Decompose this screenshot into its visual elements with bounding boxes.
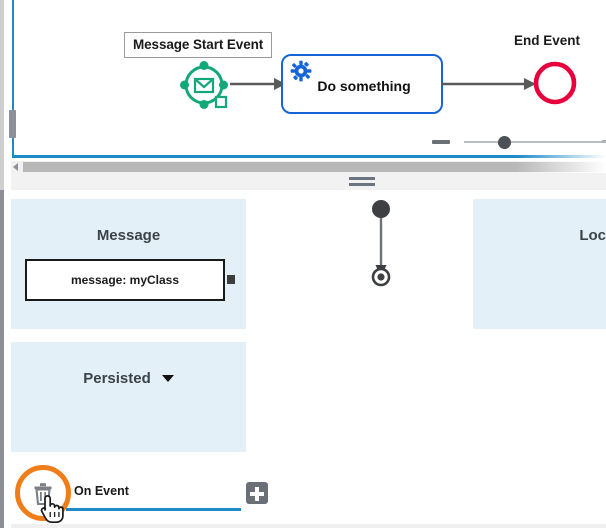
bpmn-canvas[interactable]: Message Start Event [14,0,606,155]
panel-border-fade [516,152,606,159]
message-start-event[interactable] [177,58,231,112]
persisted-dropdown[interactable]: Persisted [11,370,246,387]
scroll-left-arrow-icon[interactable] [13,163,18,171]
local-card[interactable]: Loc [473,199,606,329]
on-event-value: On Event [74,484,129,498]
diagram-horizontal-scrollbar[interactable] [11,161,606,173]
chevron-down-icon[interactable] [161,375,174,382]
end-event-circle-icon [533,61,577,105]
diagram-zoom-slider[interactable] [432,132,606,152]
local-card-title: Loc [579,227,606,244]
end-event-label: End Event [514,33,581,48]
diagram-vertical-scrollbar[interactable] [4,0,16,158]
left-rail-bottom[interactable] [0,190,4,528]
message-class-field[interactable]: message: myClass [25,259,225,301]
message-resize-handle[interactable] [227,275,235,284]
gear-icon [290,60,312,82]
click-highlight [15,465,71,521]
activity-diagram[interactable] [356,199,406,289]
zoom-in-button[interactable] [602,134,606,150]
add-event-button[interactable] [246,482,268,504]
properties-panel: Message message: myClass Persisted Loc [11,190,606,528]
initial-node-icon [372,200,390,218]
panel-splitter-grip[interactable] [349,177,375,186]
panel-splitter[interactable] [11,173,606,190]
on-event-input[interactable]: On Event [66,484,241,511]
bottom-edge [11,524,606,528]
message-card-title: Message [96,227,161,244]
message-card[interactable]: Message message: myClass [11,199,246,329]
zoom-slider-thumb[interactable] [498,136,511,149]
sequence-flow-2 [442,78,536,90]
zoom-out-button[interactable] [432,140,450,144]
persisted-card[interactable]: Persisted [11,342,246,452]
service-task-node[interactable]: Do something [281,54,443,114]
end-event-node[interactable] [532,60,578,106]
envelope-icon [180,61,228,109]
properties-toolbar: On Event [11,465,606,528]
service-task-label: Do something [317,78,411,94]
hand-pointer-cursor [40,495,64,524]
diagram-vertical-scrollbar-thumb[interactable] [9,110,16,138]
message-start-event-label: Message Start Event [124,32,273,58]
left-rail-top [0,0,4,190]
bpmn-diagram-panel[interactable]: Message Start Event [11,0,606,158]
diagram-horizontal-scrollbar-thumb[interactable] [23,162,606,172]
scrollbar-fade [516,161,606,173]
persisted-label: Persisted [83,370,151,387]
zoom-slider-track[interactable] [464,141,602,143]
sequence-flow-1 [230,78,286,90]
